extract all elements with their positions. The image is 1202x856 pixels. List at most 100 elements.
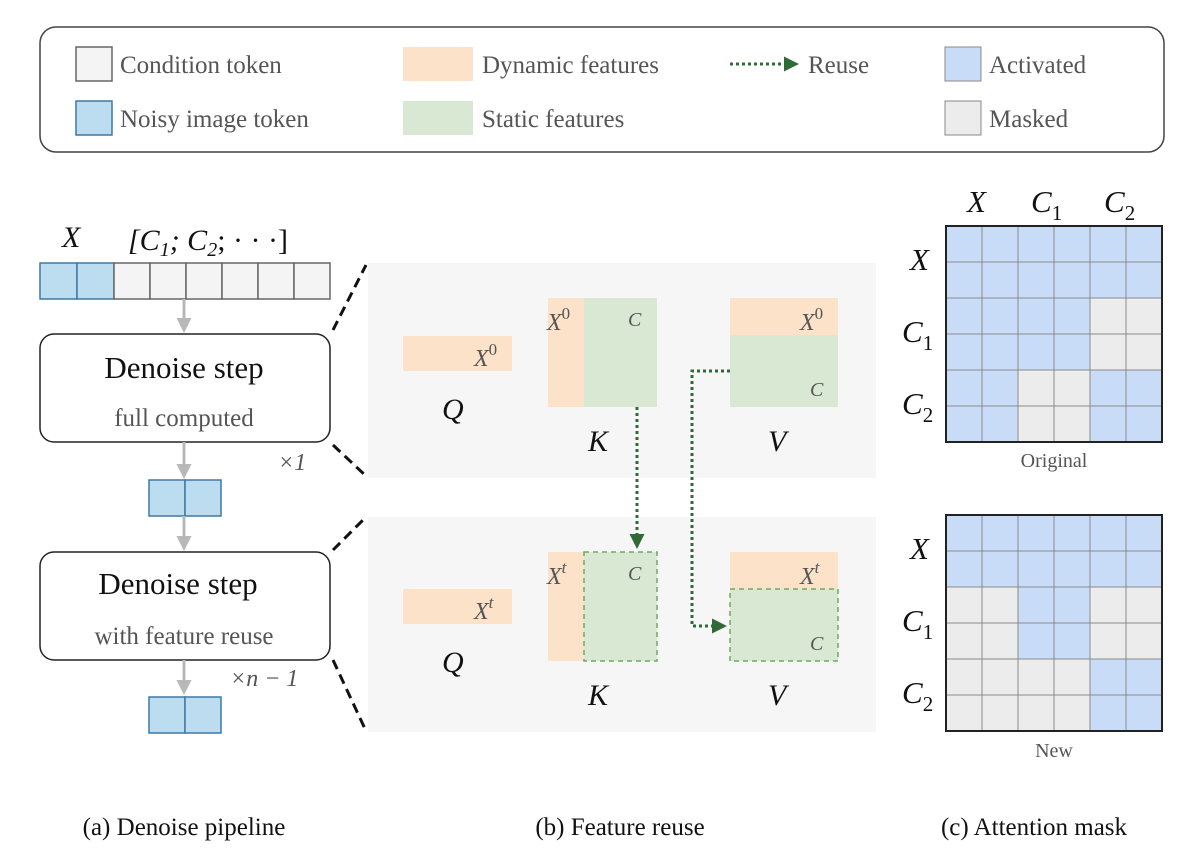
step2-subtitle: with feature reuse (94, 623, 273, 650)
mask-cell-activated (945, 514, 983, 552)
pipeline-x-label: X (61, 221, 82, 254)
v-reuse-arrow (690, 369, 730, 634)
v-dynamic-bottom-label: Xt (799, 558, 821, 590)
step2-repeat: ×n − 1 (230, 666, 298, 692)
q-label-bottom: Q (442, 646, 464, 679)
mask-cell-activated (981, 550, 1019, 588)
mask-cell-activated (1125, 225, 1163, 263)
mask-cell-masked (1017, 369, 1055, 407)
condition-token (185, 262, 223, 300)
attention-mask: X C1 C2 X C1 C2 Original X C1 C2 New (902, 184, 1163, 762)
v-static-bottom (729, 588, 839, 662)
mask-cell-masked (1017, 405, 1055, 443)
mask-cell-masked (1125, 622, 1163, 660)
denoise-pipeline: X [C1; C2; · · ·] Denoise step full comp… (39, 221, 368, 734)
mask-cell-activated (1089, 261, 1127, 299)
noisy-token (184, 696, 222, 734)
mask-cell-activated (1089, 514, 1127, 552)
mask-cell-masked (945, 658, 983, 696)
k-static-top-label: C (628, 309, 642, 331)
k-static-bottom (583, 551, 658, 662)
legend-static-label: Static features (482, 106, 624, 133)
q-block-bottom (403, 589, 512, 624)
condition-token (257, 262, 295, 300)
q-block-top-label: X0 (473, 340, 497, 372)
legend-masked-swatch (944, 100, 982, 136)
mask-cell-activated (1089, 658, 1127, 696)
mask-cell-activated (1089, 369, 1127, 407)
noisy-token (148, 696, 186, 734)
mask-cell-activated (1053, 514, 1091, 552)
mask-cell-activated (1017, 333, 1055, 371)
mask-cell-activated (1053, 550, 1091, 588)
mask-cell-activated (1017, 261, 1055, 299)
mask-border (945, 225, 1163, 443)
legend-frame (39, 26, 1165, 153)
zoom-line (331, 264, 368, 331)
condition-token (221, 262, 259, 300)
mask-cell-activated (1125, 261, 1163, 299)
step1-title: Denoise step (104, 350, 263, 385)
mask-cell-activated (1089, 225, 1127, 263)
legend: Condition token Noisy image token Dynami… (39, 26, 1165, 153)
mask-cell-activated (945, 333, 983, 371)
mask-cell-masked (981, 694, 1019, 732)
mask-cell-masked (1089, 297, 1127, 335)
mask-cell-activated (1089, 694, 1127, 732)
mask-cell-activated (1125, 514, 1163, 552)
mask-new-label: New (1035, 740, 1073, 762)
condition-token (113, 262, 151, 300)
mask-cell-activated (1017, 514, 1055, 552)
noisy-token (39, 262, 78, 300)
mask-cell-masked (945, 694, 983, 732)
mask-col-label-x: X (965, 184, 987, 219)
legend-reuse-label: Reuse (808, 52, 869, 79)
mask-cell-activated (1125, 405, 1163, 443)
mask-cell-activated (981, 261, 1019, 299)
step1-repeat: ×1 (278, 450, 306, 476)
mask-cell-masked (1089, 622, 1127, 660)
mask-cell-activated (1089, 550, 1127, 588)
legend-masked-label: Masked (989, 106, 1069, 133)
mask-new-row-label-x: X (908, 531, 930, 566)
mask-cell-activated (945, 225, 983, 263)
feature-reuse: X0 Q X0 C K X0 C V Xt Q Xt C K Xt C V (368, 263, 876, 732)
zoom-line (331, 659, 368, 732)
mask-cell-activated (1053, 586, 1091, 624)
mask-cell-activated (1017, 586, 1055, 624)
mask-col-label-c2: C2 (1104, 184, 1135, 225)
condition-token (149, 262, 187, 300)
legend-condition-swatch (75, 46, 113, 82)
noisy-token (76, 262, 115, 300)
mask-cell-activated (1053, 261, 1091, 299)
k-label-top: K (587, 425, 610, 458)
mask-cell-activated (945, 297, 983, 335)
mask-cell-masked (981, 622, 1019, 660)
mask-cell-activated (1125, 550, 1163, 588)
mask-cell-activated (1053, 622, 1091, 660)
v-static-top (730, 335, 838, 407)
q-block-bottom-label: Xt (473, 593, 495, 625)
mask-cell-activated (981, 333, 1019, 371)
mask-cell-masked (1017, 658, 1055, 696)
caption-a: (a) Denoise pipeline (83, 814, 286, 841)
mask-cell-masked (1017, 694, 1055, 732)
pipeline-c-label: [C1; C2; · · ·] (128, 224, 288, 261)
k-label-bottom: K (587, 679, 610, 712)
k-static-top (584, 298, 657, 407)
input-token-row (39, 262, 331, 300)
mask-cell-masked (1053, 369, 1091, 407)
mask-cell-activated (1053, 333, 1091, 371)
step1-subtitle: full computed (114, 405, 254, 432)
condition-token (293, 262, 331, 300)
mask-cell-masked (1125, 297, 1163, 335)
mask-cell-masked (1125, 586, 1163, 624)
mask-orig-row-label-x: X (908, 242, 930, 277)
v-label-top: V (768, 425, 790, 458)
mask-cell-activated (981, 514, 1019, 552)
mask-cell-activated (1053, 225, 1091, 263)
mask-cell-activated (981, 297, 1019, 335)
mask-cell-masked (1053, 694, 1091, 732)
mask-cell-masked (1053, 405, 1091, 443)
